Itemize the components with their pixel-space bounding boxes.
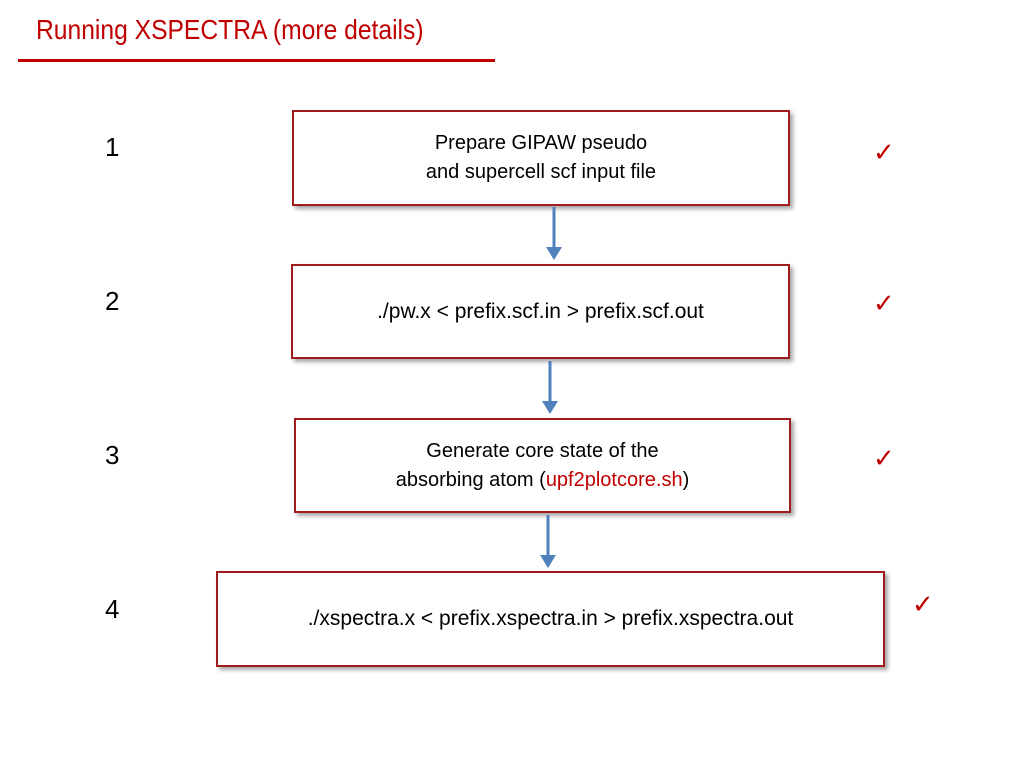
step-number-2: 2 bbox=[105, 286, 120, 316]
checkmark-icon: ✓ bbox=[873, 289, 895, 319]
step-number-4: 4 bbox=[105, 594, 120, 624]
down-arrow-icon bbox=[540, 515, 556, 568]
checkmark-icon: ✓ bbox=[873, 138, 895, 168]
checkmark-icon: ✓ bbox=[873, 444, 895, 474]
step-1-text: Prepare GIPAW pseudo and supercell scf i… bbox=[426, 129, 656, 187]
step-3-line-2: absorbing atom (upf2plotcore.sh) bbox=[396, 466, 690, 495]
step-box-4: ./xspectra.x < prefix.xspectra.in > pref… bbox=[216, 571, 885, 667]
step-number-3: 3 bbox=[105, 440, 120, 470]
step-4-command: ./xspectra.x < prefix.xspectra.in > pref… bbox=[307, 607, 794, 630]
step-box-1: Prepare GIPAW pseudo and supercell scf i… bbox=[292, 110, 790, 206]
step-3-text: Generate core state of the absorbing ato… bbox=[396, 437, 690, 495]
title-underline bbox=[18, 59, 495, 62]
checkmark-icon: ✓ bbox=[912, 590, 934, 620]
step-1-line-1: Prepare GIPAW pseudo bbox=[434, 132, 648, 154]
down-arrow-icon bbox=[542, 361, 558, 414]
slide-title: Running XSPECTRA (more details) bbox=[36, 14, 424, 45]
script-name: upf2plotcore.sh bbox=[545, 468, 683, 491]
down-arrow-icon bbox=[546, 207, 562, 260]
step-3-line-2-prefix: absorbing atom ( bbox=[395, 468, 546, 491]
step-3-line-2-suffix: ) bbox=[682, 468, 690, 491]
step-1-line-2: and supercell scf input file bbox=[425, 161, 657, 183]
step-box-2: ./pw.x < prefix.scf.in > prefix.scf.out bbox=[291, 264, 790, 359]
step-2-command: ./pw.x < prefix.scf.in > prefix.scf.out bbox=[377, 299, 704, 323]
step-box-3: Generate core state of the absorbing ato… bbox=[294, 418, 791, 513]
step-3-line-1: Generate core state of the bbox=[426, 439, 659, 462]
step-number-1: 1 bbox=[105, 132, 120, 162]
